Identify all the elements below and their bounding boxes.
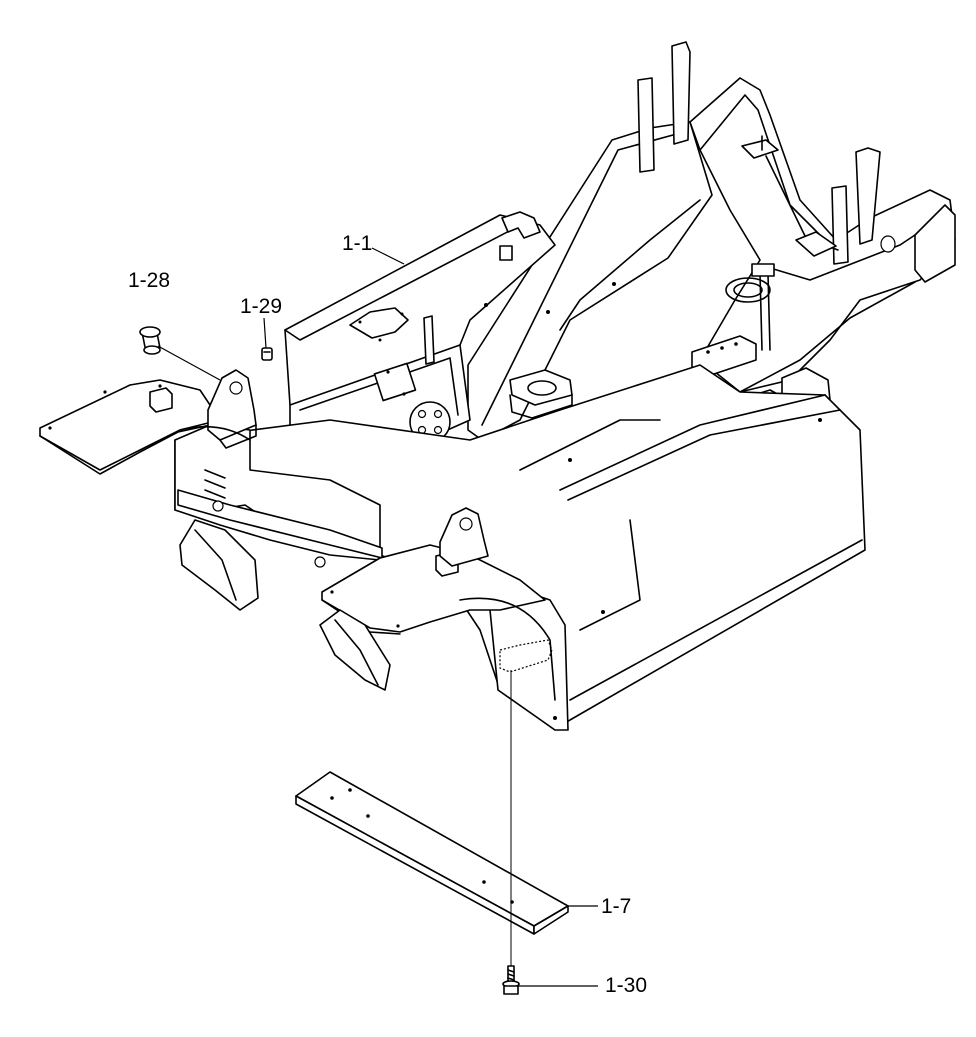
leader-1-1 xyxy=(371,247,405,265)
body-left-side-stem xyxy=(423,315,435,365)
leader-1-28 xyxy=(157,345,221,381)
tower-right-hole xyxy=(880,235,896,253)
hidden-bracket xyxy=(499,639,553,673)
main-girder-front-face xyxy=(489,589,569,731)
tower-post-3 xyxy=(831,185,849,265)
lifting-lug-right xyxy=(439,507,489,567)
left-fender-arc xyxy=(179,425,251,441)
left-side-slots xyxy=(204,469,226,499)
right-fender-arc xyxy=(459,597,556,701)
part-1-30-bolt xyxy=(502,965,520,995)
tower-post-1 xyxy=(637,77,655,173)
tower-right-arm-edge xyxy=(739,281,916,393)
callout-1-28: 1-28 xyxy=(128,269,170,292)
leader-1-29 xyxy=(263,317,267,349)
body-left-box-top xyxy=(284,227,516,341)
tower-post-2 xyxy=(671,41,691,145)
tower-eye-rod-2 xyxy=(767,273,771,351)
tower-eye-ring xyxy=(725,277,771,303)
lifting-lug-left xyxy=(207,369,257,441)
tower-eye-rod xyxy=(759,273,763,351)
callout-leaders xyxy=(157,247,598,987)
right-track-guard xyxy=(319,609,391,691)
main-girder-topline-2 xyxy=(567,409,841,501)
tower-pin-top xyxy=(741,139,779,159)
main-girder-rib xyxy=(579,519,641,631)
body-left-box-boss xyxy=(499,245,513,261)
body-left-side-lug xyxy=(373,362,417,402)
right-step-plate xyxy=(321,544,546,633)
main-frame-assembly xyxy=(39,41,956,731)
tower-eye-cap xyxy=(751,263,775,277)
part-1-29-bolt xyxy=(261,347,273,361)
tower-eye-ring-inner xyxy=(733,282,763,298)
callout-1-1: 1-1 xyxy=(342,232,372,255)
callout-1-29: 1-29 xyxy=(240,295,282,318)
callout-1-7: 1-7 xyxy=(601,895,631,918)
tower-post-4 xyxy=(855,147,881,245)
left-step-pad xyxy=(149,387,173,413)
tower-left-plate-inner xyxy=(481,131,685,426)
part-1-7-flat-bar xyxy=(295,771,569,935)
left-step-plate xyxy=(39,379,221,471)
tower-left-plate-edge xyxy=(559,199,701,331)
tower-lug-bottom xyxy=(795,231,837,257)
tower-right-block xyxy=(914,204,956,283)
left-side-bolt-2 xyxy=(314,556,326,568)
body-left-box-slot xyxy=(349,307,409,339)
callout-1-30: 1-30 xyxy=(605,974,647,997)
main-girder-topline xyxy=(559,394,826,491)
left-side-bolt xyxy=(212,500,224,512)
body-left-side-inner xyxy=(299,357,459,416)
main-girder-lower-edge xyxy=(569,539,863,701)
body-left-box-bracket xyxy=(501,211,541,239)
tower-left-plate xyxy=(467,121,713,441)
main-girder-rib-2 xyxy=(519,419,661,471)
left-track-guard xyxy=(179,519,259,611)
part-1-28-bushing xyxy=(139,326,161,355)
